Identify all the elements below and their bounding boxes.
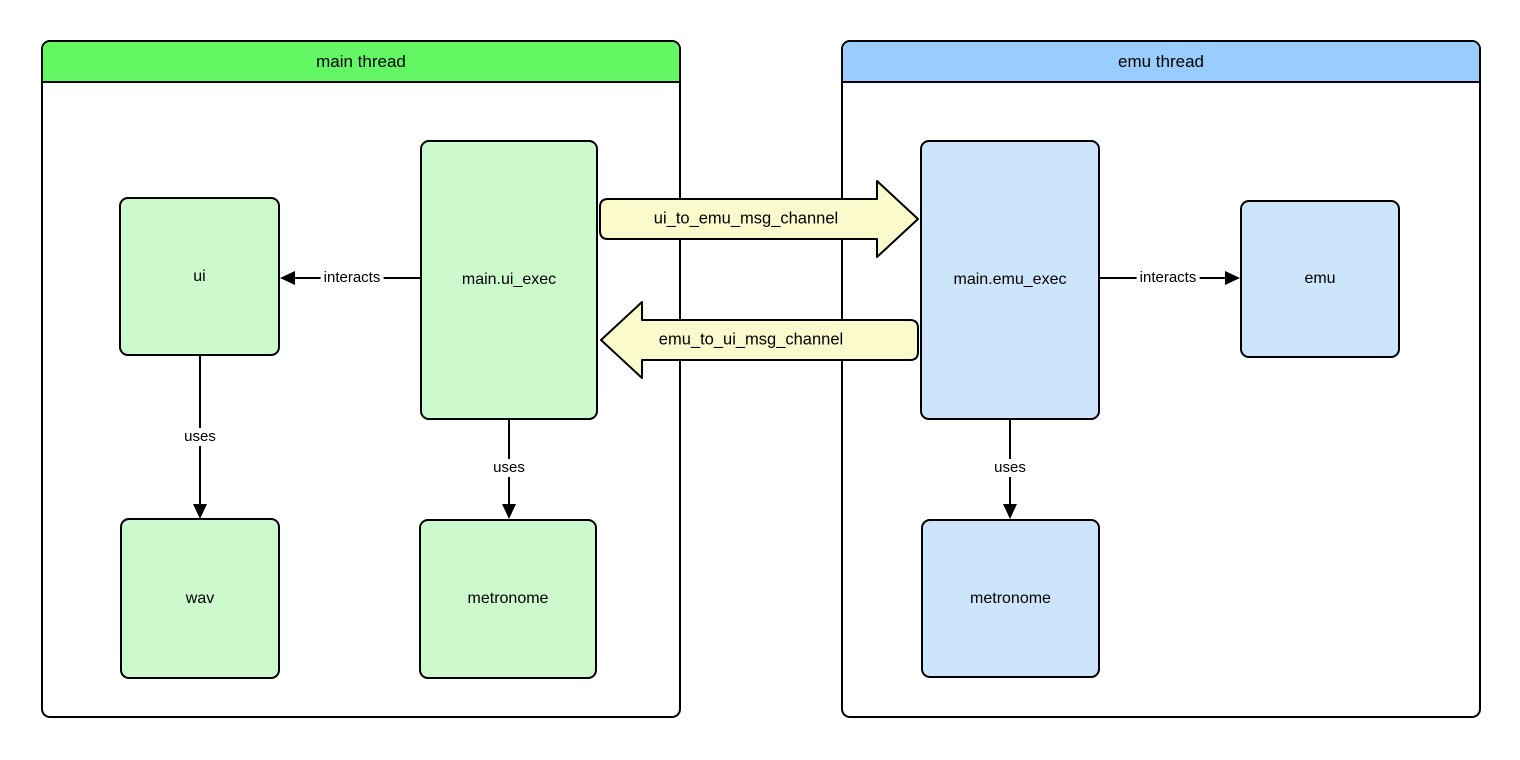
edge-label-interacts-main: interacts [320, 269, 384, 287]
node-wav: wav [120, 518, 280, 679]
node-metronome-emu-label: metronome [970, 589, 1051, 607]
edge-label-uses-ui-wav: uses [181, 428, 219, 446]
edge-label-uses-main-metronome: uses [490, 459, 528, 477]
node-main-emu-exec: main.emu_exec [920, 140, 1100, 420]
channel-label-emu-to-ui: emu_to_ui_msg_channel [658, 330, 844, 349]
channel-label-ui-to-emu: ui_to_emu_msg_channel [653, 209, 839, 228]
node-metronome-main: metronome [419, 519, 597, 679]
edge-label-uses-emu-metronome: uses [991, 459, 1029, 477]
node-ui: ui [119, 197, 280, 356]
container-main-thread-title: main thread [316, 51, 406, 71]
node-main-ui-exec: main.ui_exec [420, 140, 598, 420]
node-ui-label: ui [193, 267, 206, 285]
container-main-thread-header: main thread [43, 42, 679, 83]
node-metronome-main-label: metronome [467, 590, 549, 607]
edge-label-interacts-emu: interacts [1136, 269, 1200, 287]
node-emu: emu [1240, 200, 1400, 358]
node-main-emu-exec-label: main.emu_exec [953, 271, 1067, 288]
node-metronome-emu: metronome [921, 519, 1100, 678]
container-emu-thread-title: emu thread [1118, 51, 1204, 71]
node-main-ui-exec-label: main.ui_exec [461, 271, 557, 288]
node-wav-label: wav [185, 589, 215, 607]
node-emu-label: emu [1304, 270, 1336, 287]
container-emu-thread-header: emu thread [843, 42, 1479, 83]
